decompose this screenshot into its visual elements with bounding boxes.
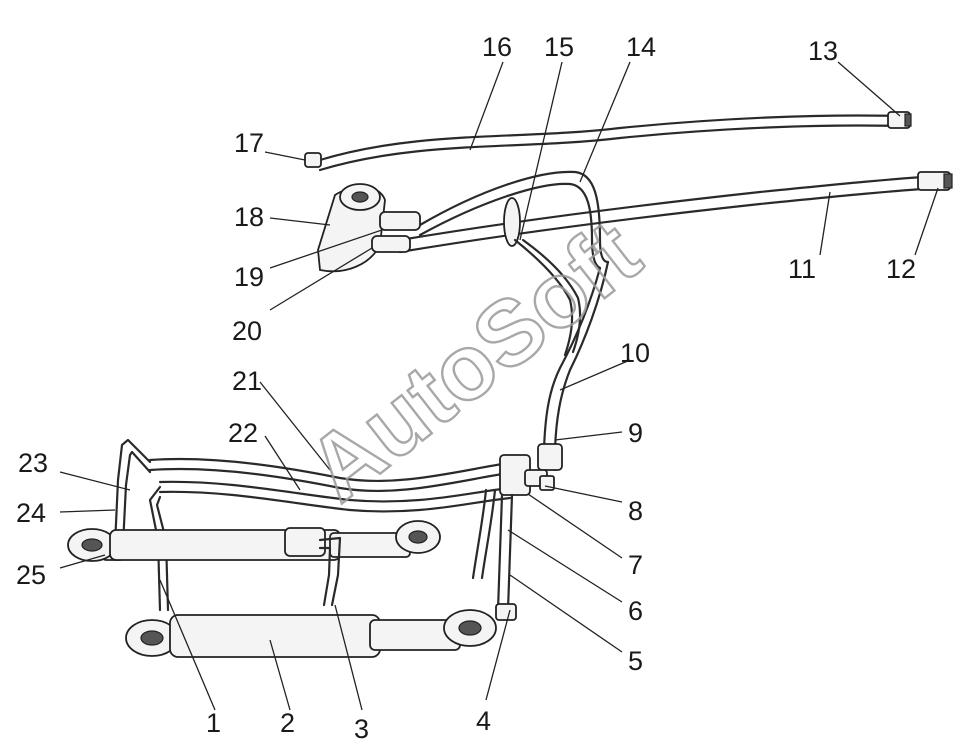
clamp-15 — [503, 197, 521, 247]
fitting-5 — [495, 603, 517, 621]
callout-14: 14 — [626, 32, 656, 62]
hose-14 — [418, 170, 610, 270]
callout-1: 1 — [206, 708, 221, 738]
callout-23: 23 — [18, 448, 48, 478]
fitting-13 — [887, 111, 912, 129]
callout-12: 12 — [886, 254, 916, 284]
valve-19 — [379, 211, 421, 231]
callout-20: 20 — [232, 316, 262, 346]
pipe-23 — [113, 438, 152, 547]
callout-10: 10 — [620, 338, 650, 368]
callout-18: 18 — [234, 202, 264, 232]
callout-3: 3 — [354, 714, 369, 744]
callout-9: 9 — [628, 418, 643, 448]
callout-2: 2 — [280, 708, 295, 738]
callout-4: 4 — [476, 706, 491, 736]
callout-13: 13 — [808, 36, 838, 66]
hose-21 — [148, 457, 517, 493]
hose-22 — [158, 480, 512, 513]
fitting-3 — [284, 527, 342, 607]
callout-24: 24 — [16, 498, 46, 528]
callout-17: 17 — [234, 128, 264, 158]
leader-lines — [59, 61, 939, 711]
callout-7: 7 — [628, 550, 643, 580]
hose-16 — [318, 114, 902, 172]
hose-11 — [398, 174, 942, 254]
callout-22: 22 — [228, 418, 258, 448]
callout-25: 25 — [16, 560, 46, 590]
callout-21: 21 — [232, 366, 262, 396]
pipe-4 — [471, 488, 497, 580]
callout-6: 6 — [628, 596, 643, 626]
callout-19: 19 — [234, 262, 264, 292]
callout-8: 8 — [628, 496, 643, 526]
tank-18 — [317, 183, 386, 273]
callout-11: 11 — [788, 254, 816, 284]
cylinder-upper — [67, 520, 441, 562]
hose-10 — [542, 260, 610, 472]
callout-16: 16 — [482, 32, 512, 62]
fitting-9 — [537, 443, 563, 471]
callout-5: 5 — [628, 646, 643, 676]
fitting-12 — [917, 171, 953, 191]
pipe-6 — [496, 493, 514, 612]
valve-20 — [371, 235, 411, 253]
fitting-17 — [304, 152, 322, 168]
pipe-24 — [148, 485, 170, 612]
callout-15: 15 — [544, 32, 574, 62]
cylinder-2 — [125, 609, 497, 658]
